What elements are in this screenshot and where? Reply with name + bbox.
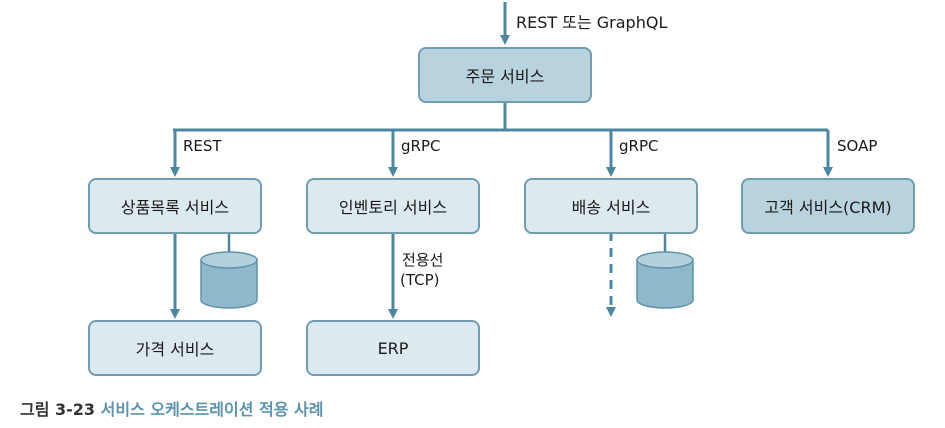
catalog-service-node: 상품목록 서비스 [88, 178, 262, 234]
label-rest-or-graphql: REST 또는 GraphQL [516, 13, 668, 32]
label-tcp: (TCP) [400, 271, 440, 289]
label-rest: REST [183, 137, 222, 155]
label-grpc-inventory: gRPC [401, 137, 441, 155]
customer-service-node: 고객 서비스(CRM) [741, 178, 915, 234]
figure-number: 그림 3-23 [20, 400, 96, 419]
shipping-database-icon [636, 251, 694, 309]
figure-caption: 그림 3-23 서비스 오케스트레이션 적용 사례 [20, 396, 323, 420]
figure-title: 서비스 오케스트레이션 적용 사례 [100, 400, 324, 419]
erp-node: ERP [306, 320, 480, 376]
catalog-database-icon [200, 251, 258, 309]
inventory-service-node: 인벤토리 서비스 [306, 178, 480, 234]
label-dedicated-line: 전용선 [402, 251, 444, 269]
order-service-node: 주문 서비스 [418, 47, 592, 103]
shipping-service-node: 배송 서비스 [524, 178, 698, 234]
label-soap: SOAP [837, 137, 878, 155]
label-grpc-shipping: gRPC [619, 137, 659, 155]
price-service-node: 가격 서비스 [88, 320, 262, 376]
